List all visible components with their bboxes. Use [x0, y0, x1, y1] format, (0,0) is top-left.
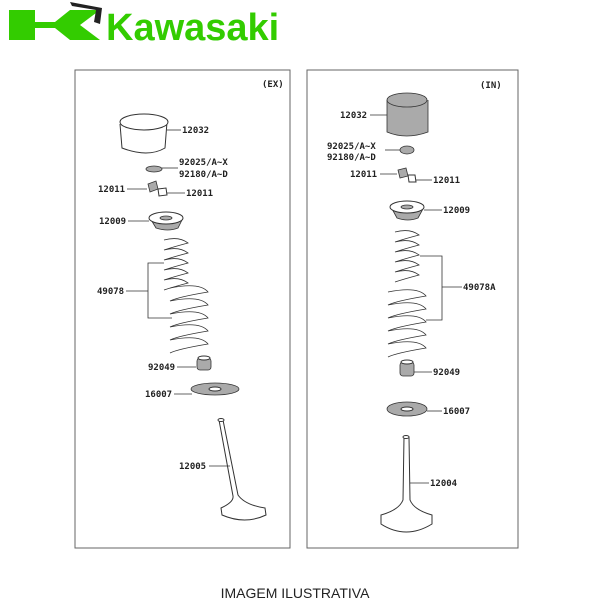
- intake-tag: (IN): [480, 81, 502, 91]
- label-cotter-left: 12011: [350, 170, 377, 180]
- illustrative-caption: IMAGEM ILUSTRATIVA: [221, 585, 370, 600]
- label-shim-b: 92180/A~D: [179, 170, 228, 180]
- retainer-part: [389, 200, 425, 221]
- intake-panel: (IN) 12032 92025/A~X 92180/A~D 12011 120…: [306, 69, 519, 549]
- label-seat: 16007: [145, 390, 172, 400]
- shim-part: [145, 165, 163, 173]
- tappet-part: [119, 113, 169, 154]
- label-tappet: 12032: [340, 111, 367, 121]
- label-cotter-right: 12011: [186, 189, 213, 199]
- spring-seat-part: [386, 401, 428, 417]
- label-valve: 12004: [430, 479, 458, 489]
- label-tappet: 12032: [182, 126, 209, 136]
- valve-part: [217, 418, 267, 521]
- cotter-part: [157, 187, 168, 197]
- label-spring: 49078A: [463, 283, 496, 293]
- stem-seal-part: [399, 359, 415, 377]
- logo-front-badge: [70, 2, 102, 24]
- logo-emblem-k: [35, 10, 100, 40]
- spring-bracket: [147, 262, 172, 319]
- outer-spring-part: [169, 285, 209, 354]
- exhaust-tag: (EX): [262, 80, 284, 90]
- label-seal: 92049: [433, 368, 460, 378]
- exhaust-panel-border: [74, 69, 291, 549]
- label-seal: 92049: [148, 363, 175, 373]
- tappet-part: [386, 92, 429, 137]
- cotter-part: [407, 174, 417, 183]
- label-retainer: 12009: [99, 217, 126, 227]
- spring-seat-part: [190, 382, 240, 396]
- shim-part: [399, 145, 415, 155]
- label-spring: 49078: [97, 287, 124, 297]
- label-retainer: 12009: [443, 206, 470, 216]
- outer-spring-part: [387, 289, 427, 358]
- label-cotter-right: 12011: [433, 176, 460, 186]
- exhaust-panel: (EX) 12032 92025/A~X 92180/A~D 12011 120…: [74, 69, 291, 549]
- cotter-part: [147, 180, 159, 193]
- brand-name: Kawasaki: [106, 7, 279, 49]
- spring-bracket: [420, 255, 443, 321]
- inner-spring-part: [163, 238, 189, 291]
- label-valve: 12005: [179, 462, 206, 472]
- stem-seal-part: [196, 355, 212, 371]
- inner-spring-part: [394, 230, 420, 283]
- label-shim-a: 92025/A~X: [327, 142, 376, 152]
- cotter-part: [397, 167, 409, 179]
- label-cotter-left: 12011: [98, 185, 125, 195]
- label-seat: 16007: [443, 407, 470, 417]
- retainer-part: [148, 211, 184, 231]
- label-shim-b: 92180/A~D: [327, 153, 376, 163]
- label-shim-a: 92025/A~X: [179, 158, 228, 168]
- kawasaki-logo: Kawasaki: [9, 2, 279, 49]
- intake-panel-border: [306, 69, 519, 549]
- valve-part: [380, 435, 433, 533]
- logo-emblem-bar: [9, 10, 35, 40]
